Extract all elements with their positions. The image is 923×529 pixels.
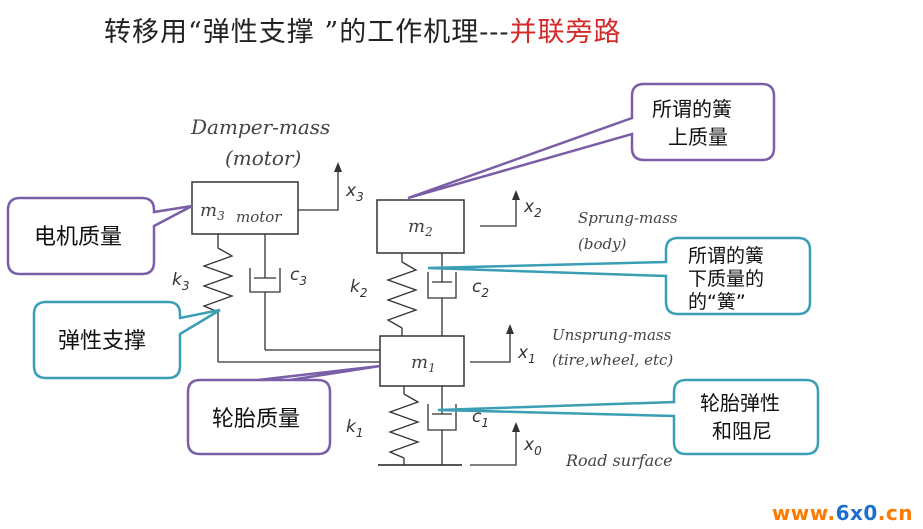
- x1-label: x1: [517, 343, 536, 366]
- x3-arrowhead: [334, 162, 342, 172]
- title-main: 转移用“弹性支撑 ”的工作机理---: [104, 17, 510, 48]
- x2-arrow: [480, 196, 517, 227]
- x3-arrow: [298, 168, 339, 211]
- c1-label: c1: [472, 407, 489, 430]
- x2-arrowhead: [512, 190, 520, 200]
- x0-arrow: [470, 428, 517, 466]
- x1-arrowhead: [506, 324, 514, 334]
- road-surface-label: Road surface: [565, 451, 673, 470]
- x0-arrowhead: [512, 422, 520, 432]
- callout-tire-mass: [186, 364, 381, 456]
- m1-label: m1: [411, 352, 436, 375]
- callout-sprung-mass: [407, 82, 776, 200]
- x0-label: x0: [523, 435, 542, 458]
- callout-tire-elastic-line2: 和阻尼: [712, 419, 772, 443]
- callout-unsprung-line2: 下质量的: [688, 268, 764, 290]
- callout-elastic-support: [32, 300, 221, 380]
- motor-mass-block: [191, 181, 299, 235]
- page-title: 转移用“弹性支撑 ”的工作机理---并联旁路: [104, 10, 622, 49]
- tire-wheel-label: (tire,wheel, etc): [552, 351, 673, 369]
- m3-label: m3: [200, 200, 225, 223]
- callout-motor-mass-text: 电机质量: [34, 225, 122, 250]
- motor-paren-label: (motor): [225, 146, 301, 170]
- k1-label: k1: [346, 417, 364, 440]
- unsprung-mass-block: [379, 335, 465, 387]
- sprung-mass-block: [376, 199, 465, 254]
- damper-mass-label: Damper-mass: [190, 115, 330, 139]
- body-label: (body): [578, 235, 627, 253]
- c2-label: c2: [472, 277, 489, 300]
- k1-spring: [388, 393, 420, 459]
- callout-motor-mass: [6, 196, 193, 276]
- callout-tire-elastic-damping: [437, 378, 820, 456]
- c3-label: c3: [290, 265, 307, 288]
- x1-arrow: [470, 330, 511, 363]
- callout-unsprung-spring: [427, 236, 812, 316]
- site-watermark: www.6x0.cn: [771, 501, 913, 525]
- callout-unsprung-line3: 的“簧”: [688, 291, 746, 313]
- callout-unsprung-line1: 所谓的簧: [688, 245, 764, 267]
- k2-label: k2: [350, 277, 368, 300]
- x2-label: x2: [523, 197, 542, 220]
- callout-elastic-support-text: 弹性支撑: [58, 329, 146, 354]
- callout-tire-elastic-line1: 轮胎弹性: [700, 391, 780, 415]
- callout-tire-mass-text: 轮胎质量: [212, 407, 300, 432]
- sprung-mass-label: Sprung-mass: [578, 209, 678, 227]
- k3-label: k3: [172, 270, 190, 293]
- m2-label: m2: [408, 216, 433, 239]
- x3-label: x3: [345, 181, 364, 204]
- unsprung-mass-label: Unsprung-mass: [552, 326, 672, 344]
- k2-spring: [386, 261, 418, 329]
- k3-spring: [202, 247, 234, 313]
- motor-label: motor: [236, 208, 282, 226]
- callout-sprung-line1: 所谓的簧: [652, 97, 732, 121]
- title-highlight: 并联旁路: [509, 17, 622, 48]
- callout-sprung-line2: 上质量: [668, 125, 728, 149]
